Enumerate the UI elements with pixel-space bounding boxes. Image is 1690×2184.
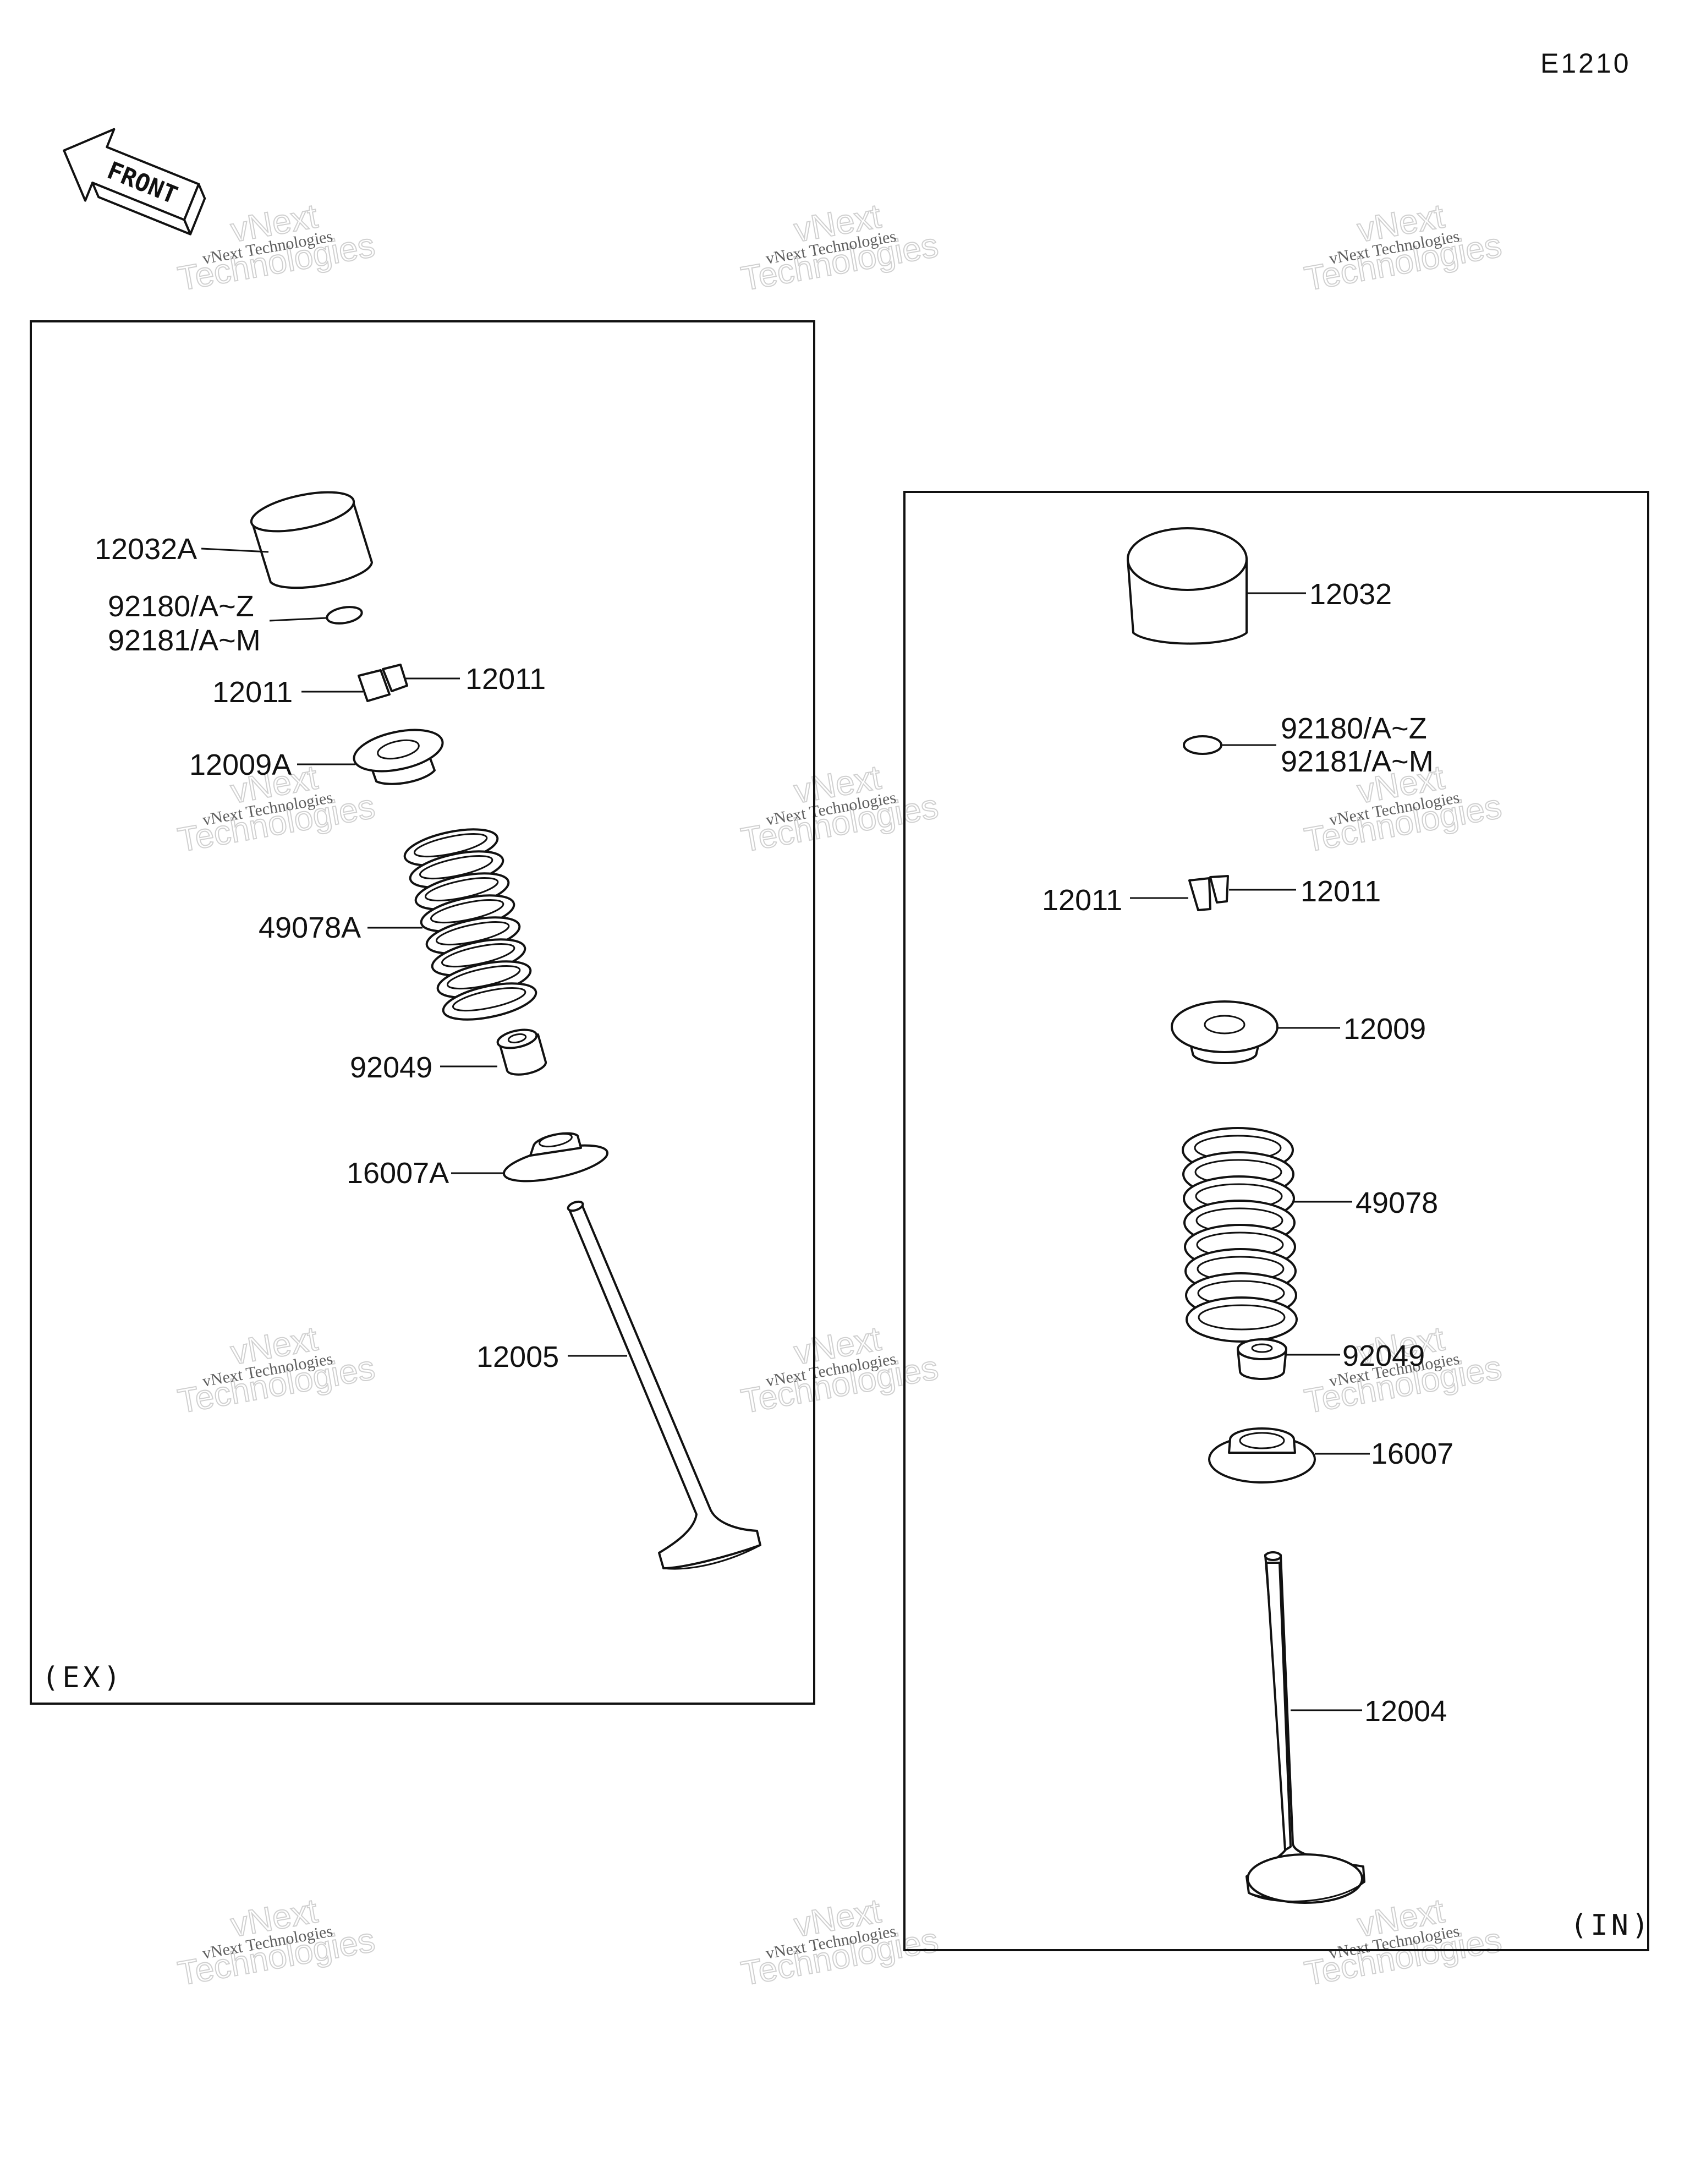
ex-shim bbox=[326, 606, 363, 625]
in-retainer-label: 12009 bbox=[1343, 1012, 1426, 1046]
diagram-code: E1210 bbox=[1540, 48, 1631, 79]
ex-spring-seat bbox=[502, 1132, 609, 1183]
in-tappet-label: 12032 bbox=[1309, 578, 1392, 611]
ex-spring-label: 49078A bbox=[259, 911, 361, 944]
ex-retainer-label: 12009A bbox=[189, 748, 292, 781]
in-cotter-right-label: 12011 bbox=[1301, 875, 1381, 908]
ex-cotters bbox=[358, 664, 408, 702]
ex-spring-seat-label: 16007A bbox=[347, 1157, 449, 1190]
exhaust-tag: (EX) bbox=[42, 1661, 124, 1694]
ex-valve-label: 12005 bbox=[476, 1340, 559, 1373]
in-shim-label-2: 92181/A~M bbox=[1281, 745, 1434, 778]
spring-coil-inner bbox=[452, 987, 526, 1012]
spring-coil bbox=[1186, 1296, 1298, 1343]
in-spring-label: 49078 bbox=[1356, 1186, 1438, 1219]
ex-tappet-label: 12032A bbox=[95, 533, 197, 566]
intake-panel: (IN) 12032 92180/A~Z 92181/A~M 12011 120… bbox=[903, 491, 1652, 1951]
in-cotters bbox=[1188, 875, 1229, 911]
ex-retainer bbox=[353, 729, 444, 785]
spring-coil-inner bbox=[1198, 1304, 1286, 1331]
ex-stem-seal bbox=[496, 1028, 547, 1076]
in-cotter-left-label: 12011 bbox=[1042, 884, 1122, 917]
in-spring-seat bbox=[1208, 1427, 1316, 1484]
ex-stem-seal-label: 92049 bbox=[350, 1051, 432, 1084]
in-shim-label: 92180/A~Z bbox=[1281, 712, 1427, 745]
exhaust-panel: (EX) 12032A 92180/A~Z 92181/A~M 12011 12… bbox=[30, 320, 815, 1705]
in-valve bbox=[1245, 1551, 1365, 1904]
ex-valve bbox=[567, 1200, 761, 1570]
in-spring bbox=[1182, 1127, 1298, 1343]
ex-cotter-right-label: 12011 bbox=[465, 663, 546, 696]
in-stem-seal-label: 92049 bbox=[1342, 1339, 1425, 1372]
in-spring-seat-label: 16007 bbox=[1371, 1437, 1453, 1470]
front-arrow-icon: FRONT bbox=[63, 128, 206, 236]
in-valve-label: 12004 bbox=[1364, 1695, 1447, 1728]
ex-shim-label-2: 92181/A~M bbox=[108, 624, 261, 657]
ex-spring bbox=[403, 828, 537, 1021]
in-tappet bbox=[1127, 527, 1248, 645]
exhaust-frame bbox=[30, 320, 815, 1705]
in-stem-seal bbox=[1237, 1338, 1287, 1380]
ex-cotter-left-label: 12011 bbox=[212, 676, 293, 709]
intake-tag: (IN) bbox=[1570, 1909, 1652, 1942]
in-shim bbox=[1183, 735, 1222, 755]
intake-frame bbox=[903, 491, 1649, 1951]
ex-shim-label: 92180/A~Z bbox=[108, 590, 254, 623]
ex-tappet bbox=[250, 491, 373, 589]
in-retainer bbox=[1171, 1000, 1279, 1064]
